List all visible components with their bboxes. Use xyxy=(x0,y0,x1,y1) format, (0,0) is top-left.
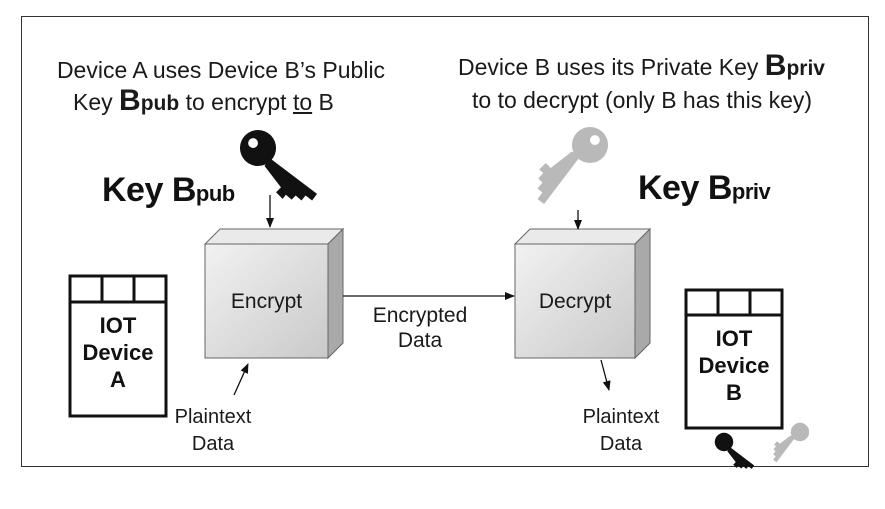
key-priv-sub: priv xyxy=(731,179,771,204)
device-a-line1: IOT xyxy=(99,313,137,338)
encrypted-data-label: Encrypted Data xyxy=(360,303,480,353)
plaintext-left-label: Plaintext Data xyxy=(163,404,263,458)
plaintext-left-line2: Data xyxy=(191,433,235,455)
plaintext-right-line1: Plaintext xyxy=(582,406,660,428)
device-b-line2: Device xyxy=(698,353,770,378)
left-header-key-sub: pub xyxy=(140,92,180,115)
private-key-icon xyxy=(537,126,609,205)
device-b-line3: B xyxy=(726,380,742,405)
encrypt-box xyxy=(203,227,345,360)
key-pub-letter: B xyxy=(171,171,197,209)
plaintext-left-line1: Plaintext xyxy=(174,406,252,428)
device-b-label: IOT Device B xyxy=(686,325,782,406)
device-b-box xyxy=(684,288,784,430)
key-priv-letter: B xyxy=(707,169,733,207)
device-a-label: IOT Device A xyxy=(70,312,166,393)
public-key-icon xyxy=(239,129,318,201)
left-header-mid: to encrypt xyxy=(179,89,293,115)
key-priv-label: Key Bpriv xyxy=(638,169,771,208)
left-header-suffix: B xyxy=(312,89,334,115)
left-header-line2: Key Bpub to encrypt to B xyxy=(73,84,334,118)
left-header-under: to xyxy=(292,89,313,115)
encrypted-data-line1: Encrypted xyxy=(372,304,468,327)
right-header-line1: Device B uses its Private Key Bpriv xyxy=(458,49,825,83)
encrypt-label: Encrypt xyxy=(230,290,303,313)
right-header-prefix: Device B uses its Private Key xyxy=(458,54,765,80)
key-pub-prefix: Key xyxy=(102,171,172,209)
device-a-line3: A xyxy=(110,367,126,392)
diagram-frame xyxy=(21,16,869,467)
key-pub-sub: pub xyxy=(195,181,235,206)
left-header-prefix: Key xyxy=(73,89,120,115)
plaintext-right-line2: Data xyxy=(599,433,643,455)
decrypt-label: Decrypt xyxy=(538,290,612,313)
arrow-plaintext-out xyxy=(600,359,611,391)
right-header-line2: to to decrypt (only B has this key) xyxy=(472,87,813,113)
device-a-line2: Device xyxy=(82,340,154,365)
key-pub-label: Key Bpub xyxy=(102,171,235,210)
plaintext-right-label: Plaintext Data xyxy=(571,404,671,458)
arrow-plaintext-in xyxy=(233,363,249,396)
right-header-key-letter: B xyxy=(764,49,787,82)
decrypt-box xyxy=(513,227,652,360)
left-header-key-letter: B xyxy=(119,84,141,117)
left-header-line1: Device A uses Device B’s Public xyxy=(56,57,386,83)
right-header-key-sub: priv xyxy=(786,57,825,80)
small-public-key-icon xyxy=(714,432,755,469)
encrypted-data-line2: Data xyxy=(397,329,443,352)
device-a-box xyxy=(68,274,168,418)
device-b-line1: IOT xyxy=(715,326,753,351)
key-priv-prefix: Key xyxy=(638,169,708,207)
